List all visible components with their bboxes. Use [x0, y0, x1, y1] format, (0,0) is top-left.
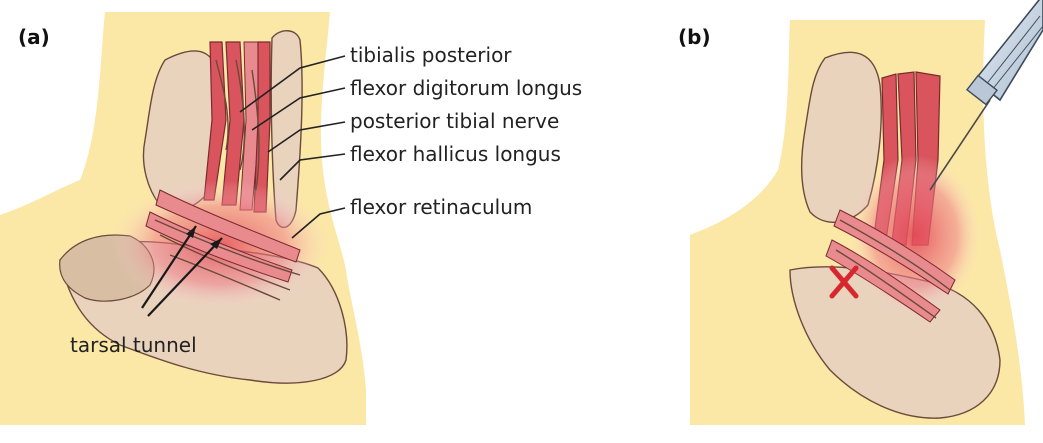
label-flexor-digitorum-longus: flexor digitorum longus	[350, 76, 582, 100]
label-tibialis-posterior: tibialis posterior	[350, 43, 512, 67]
panel-a: (a) tibialis posterior flexor digitorum …	[0, 12, 582, 425]
label-flexor-hallicus-longus: flexor hallicus longus	[350, 142, 561, 166]
label-tarsal-tunnel: tarsal tunnel	[70, 333, 197, 357]
label-flexor-retinaculum: flexor retinaculum	[350, 195, 532, 219]
panel-b-label: (b)	[678, 25, 711, 49]
label-posterior-tibial-nerve: posterior tibial nerve	[350, 109, 559, 133]
panel-b: (b)	[678, 0, 1043, 425]
panel-a-label: (a)	[18, 25, 50, 49]
